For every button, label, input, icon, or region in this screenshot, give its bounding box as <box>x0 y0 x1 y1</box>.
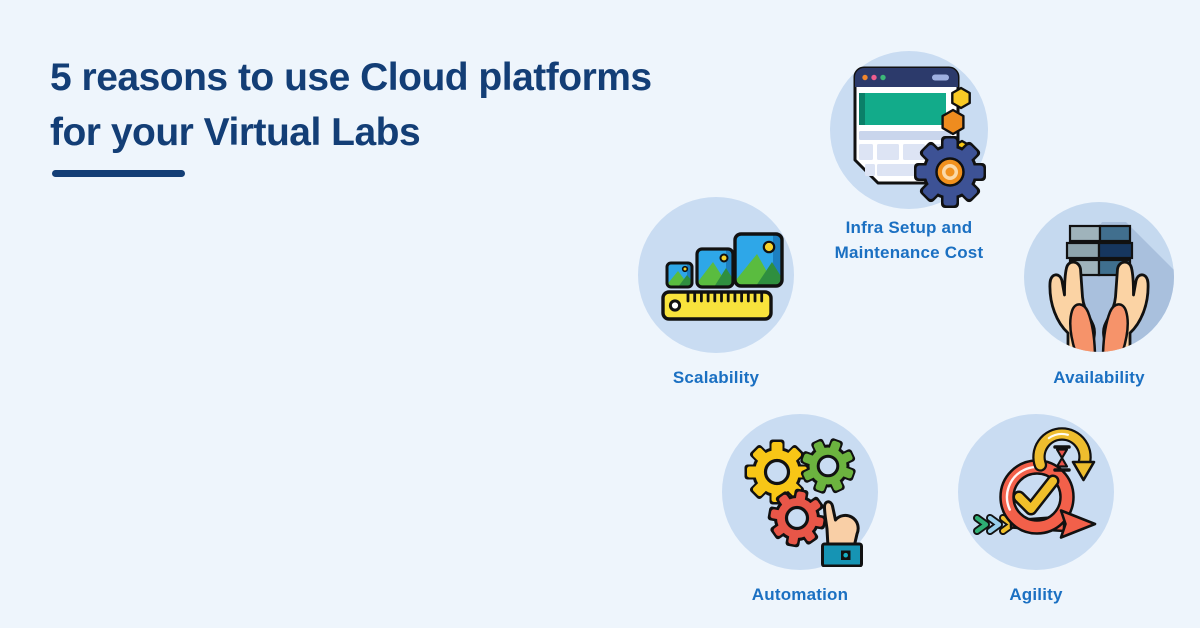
agility-icon-circle <box>958 414 1114 570</box>
browser-gear-icon <box>853 66 986 208</box>
page-title: 5 reasons to use Cloud platforms for you… <box>50 50 810 160</box>
infra-label: Infra Setup and Maintenance Cost <box>799 215 1019 265</box>
hands-server-icon <box>1024 202 1174 352</box>
automation-label: Automation <box>700 582 900 607</box>
automation-icon-circle <box>722 414 878 570</box>
infra-label-line1: Infra Setup and <box>845 218 973 237</box>
infra-label-line2: Maintenance Cost <box>834 243 984 262</box>
scalability-label: Scalability <box>616 365 816 390</box>
agility-label-line1: Agility <box>1009 585 1063 604</box>
automation-label-line1: Automation <box>751 585 849 604</box>
availability-label-line1: Availability <box>1053 368 1145 387</box>
images-ruler-icon <box>661 232 784 321</box>
infra-icon-circle <box>830 51 988 209</box>
scalability-label-line1: Scalability <box>672 368 760 387</box>
availability-icon-circle <box>1024 202 1174 352</box>
agility-label: Agility <box>936 582 1136 607</box>
title-underline <box>52 170 185 177</box>
page-title-line2: for your Virtual Labs <box>50 111 421 154</box>
sprint-loop-icon <box>973 427 1097 539</box>
page-title-line1: 5 reasons to use Cloud platforms <box>50 56 652 99</box>
gears-hand-icon <box>744 438 863 567</box>
availability-label: Availability <box>999 365 1199 390</box>
scalability-icon-circle <box>638 197 794 353</box>
